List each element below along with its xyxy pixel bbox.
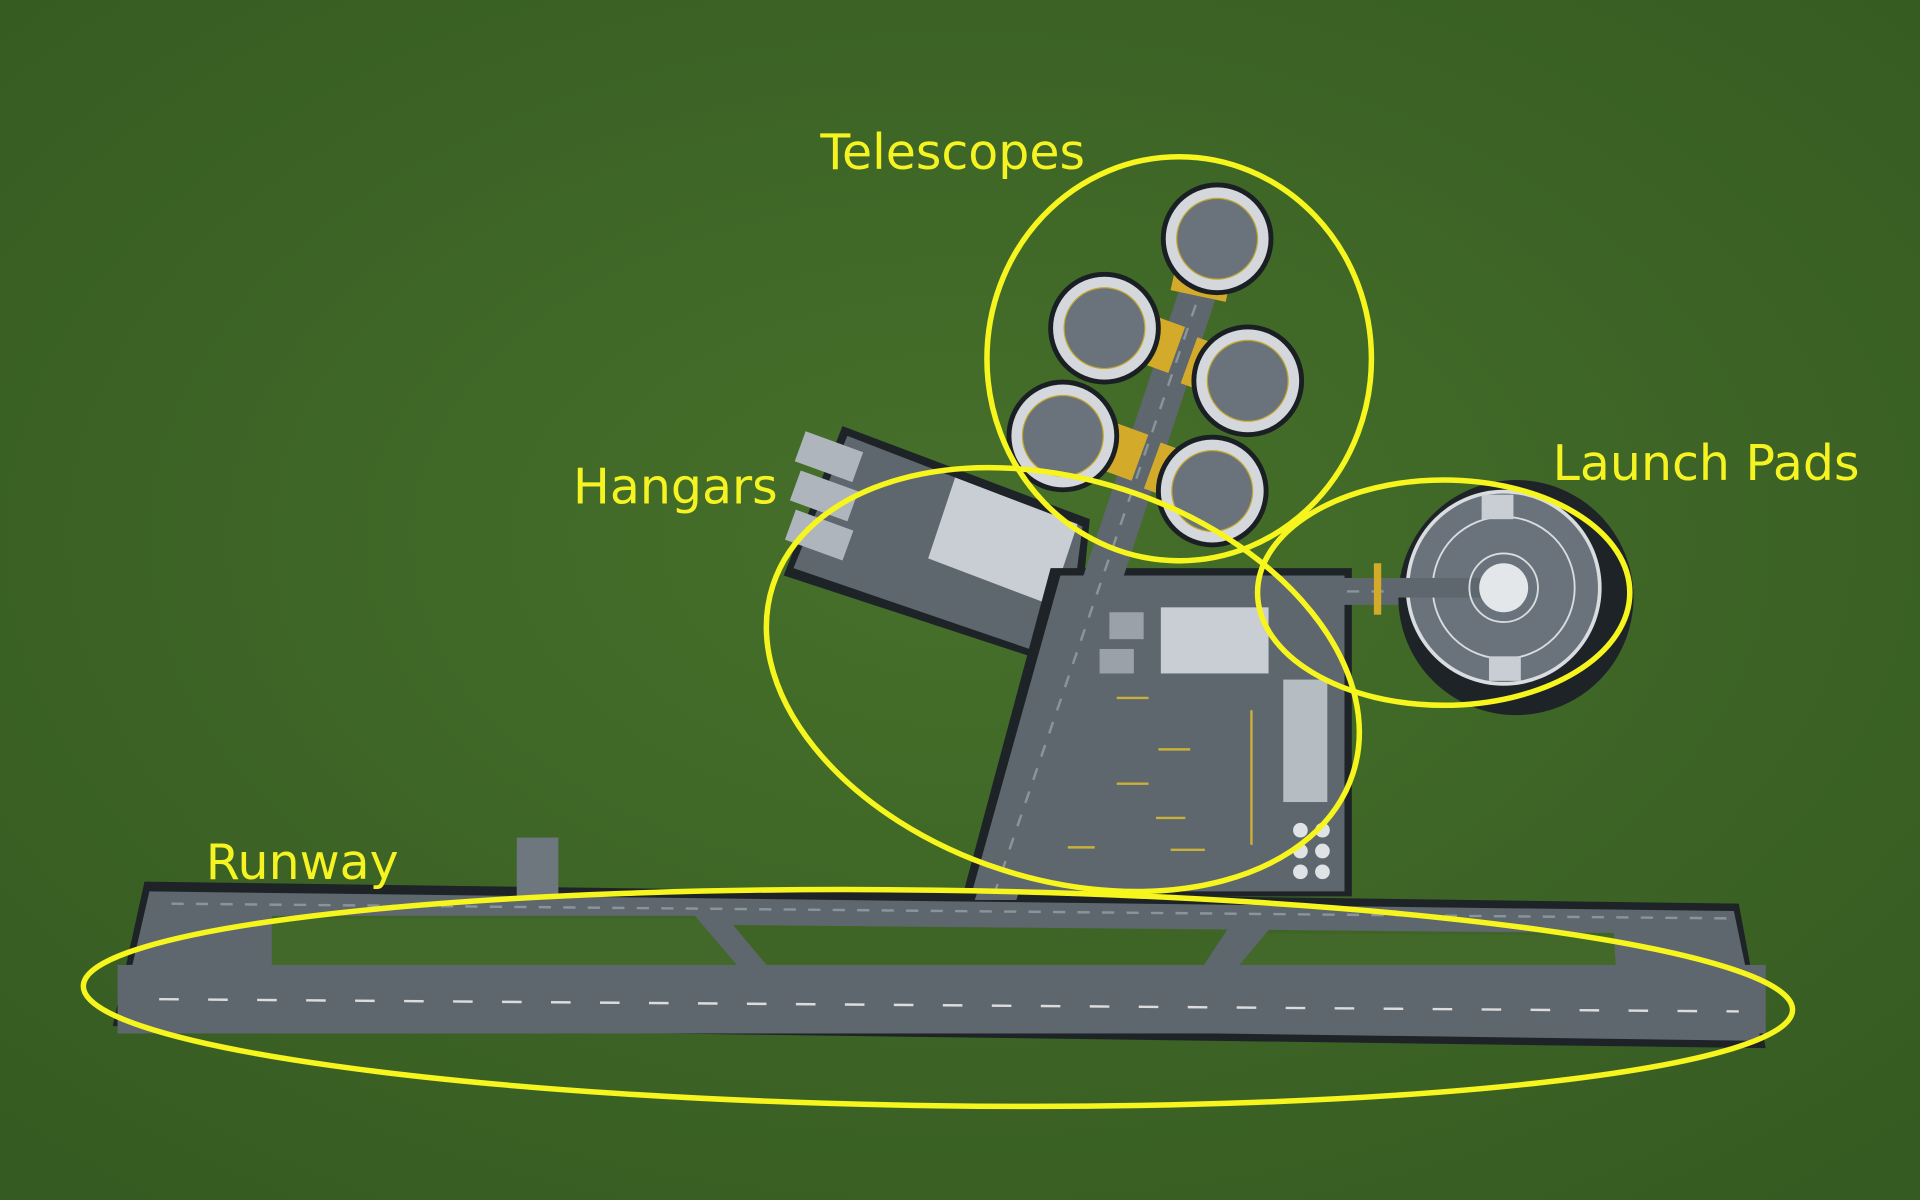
telescope-dish: [1006, 379, 1120, 493]
hangars-label: Hangars: [573, 458, 778, 515]
runway-strip: [117, 964, 1766, 1034]
hangar-building: [928, 477, 1078, 605]
runway-complex: [112, 837, 1766, 1049]
launch-pad: [1342, 480, 1634, 716]
runway-annotation-ring: [80, 886, 1796, 1110]
telescope-dish: [1191, 324, 1305, 438]
hangar-complex: [783, 271, 1352, 900]
hangars-annotation-ring: [763, 464, 1363, 895]
telescope-dish: [1048, 271, 1161, 385]
launch-pads-label: Launch Pads: [1553, 435, 1860, 492]
telescopes-label: Telescopes: [819, 124, 1085, 181]
telescope-dish: [1160, 182, 1274, 296]
telescope-array: [1006, 182, 1305, 548]
control-tower: [516, 837, 559, 897]
telescopes-annotation-ring: [984, 153, 1375, 564]
launch-pads-annotation-ring: [1254, 477, 1633, 709]
runway-label: Runway: [206, 834, 399, 891]
